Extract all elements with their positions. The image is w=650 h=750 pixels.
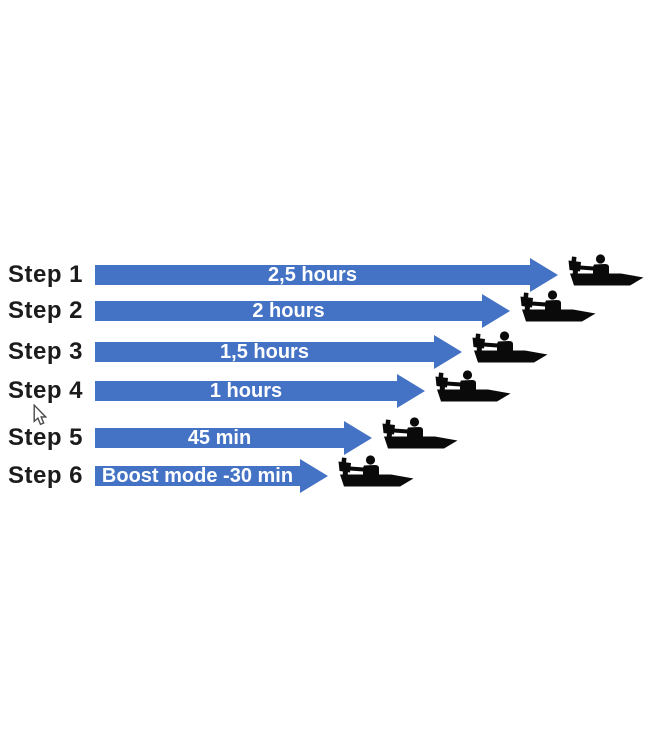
person-in-motorboat-icon [382, 417, 458, 449]
person-in-motorboat-icon [338, 455, 414, 487]
step-row-1: Step 1 2,5 hours [0, 253, 650, 297]
arrow-head [397, 374, 425, 408]
arrow-head [530, 258, 558, 292]
person-in-motorboat-icon [435, 370, 511, 402]
step-label: Step 3 [8, 338, 84, 365]
duration-text: 2 hours [252, 300, 325, 322]
arrow-head [300, 459, 328, 493]
person-in-motorboat-icon [568, 254, 644, 286]
step-label: Step 4 [8, 377, 84, 404]
arrow-bar: 1 hours [95, 381, 397, 401]
duration-arrow: 2 hours [95, 290, 596, 328]
duration-arrow: Boost mode -30 min [95, 455, 414, 493]
step-label: Step 1 [8, 261, 84, 288]
step-label: Step 6 [8, 462, 84, 489]
arrow-bar: 1,5 hours [95, 342, 434, 362]
person-in-motorboat-icon [520, 290, 596, 322]
step-row-4: Step 4 1 hours [0, 369, 650, 413]
arrow-bar: 45 min [95, 428, 344, 448]
duration-arrow: 1 hours [95, 370, 511, 408]
arrow-bar: 2,5 hours [95, 265, 530, 285]
person-in-motorboat-icon [472, 331, 548, 363]
duration-text: 1 hours [209, 380, 283, 402]
duration-arrow: 45 min [95, 417, 458, 455]
duration-text: Boost mode -30 min [101, 465, 294, 487]
step-row-5: Step 5 45 min [0, 416, 650, 460]
arrow-bar: 2 hours [95, 301, 482, 321]
duration-arrow: 1,5 hours [95, 331, 548, 369]
mouse-cursor-icon [33, 404, 47, 426]
step-label: Step 2 [8, 297, 84, 324]
arrow-head [434, 335, 462, 369]
duration-text: 2,5 hours [268, 264, 357, 286]
step-row-6: Step 6 Boost mode -30 min [0, 454, 650, 498]
arrow-head [482, 294, 510, 328]
duration-text: 1,5 hours [220, 341, 309, 363]
step-label: Step 5 [8, 424, 84, 451]
arrow-bar: Boost mode -30 min [95, 466, 300, 486]
duration-text: 45 min [187, 427, 252, 449]
arrow-head [344, 421, 372, 455]
step-row-3: Step 3 1,5 hours [0, 330, 650, 374]
duration-arrow: 2,5 hours [95, 254, 644, 292]
step-row-2: Step 2 2 hours [0, 289, 650, 333]
